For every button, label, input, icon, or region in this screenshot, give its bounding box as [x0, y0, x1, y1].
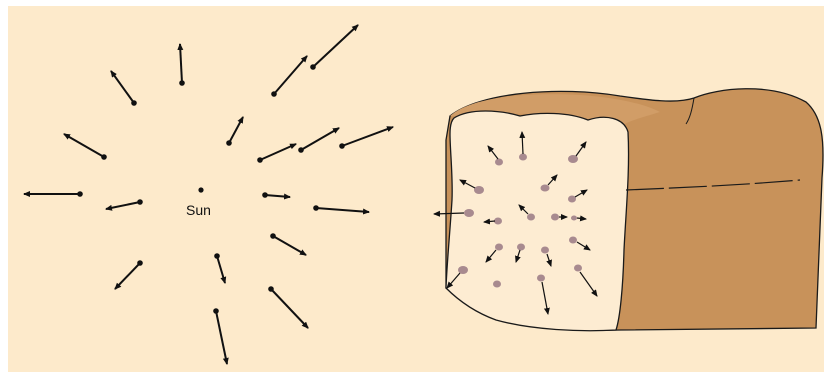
- galaxy-arrow: [64, 134, 107, 160]
- galaxy-arrow: [313, 205, 369, 212]
- galaxy-arrow: [111, 71, 137, 106]
- galaxy-arrow: [214, 253, 225, 283]
- sun-expansion-group: [24, 25, 393, 364]
- galaxy-arrow: [262, 192, 290, 198]
- galaxy-arrow: [298, 128, 339, 153]
- galaxy-arrow: [268, 286, 308, 328]
- bread-cut-face: [446, 111, 629, 331]
- galaxy-arrow: [179, 44, 185, 86]
- raisin-arrow: [493, 281, 501, 288]
- galaxy-arrow: [226, 117, 243, 146]
- galaxy-arrow: [213, 308, 227, 364]
- galaxy-arrow: [271, 56, 307, 97]
- raisin-bread-loaf: [434, 89, 823, 331]
- galaxy-arrow: [310, 25, 358, 70]
- sun-label: Sun: [186, 202, 211, 218]
- galaxy-arrow: [257, 144, 296, 163]
- galaxy-arrow: [115, 260, 143, 289]
- galaxy-arrow: [270, 233, 306, 255]
- galaxy-arrow: [106, 199, 143, 209]
- sun-dot: [198, 187, 203, 192]
- galaxy-arrow: [339, 127, 393, 149]
- galaxy-arrow: [24, 191, 83, 197]
